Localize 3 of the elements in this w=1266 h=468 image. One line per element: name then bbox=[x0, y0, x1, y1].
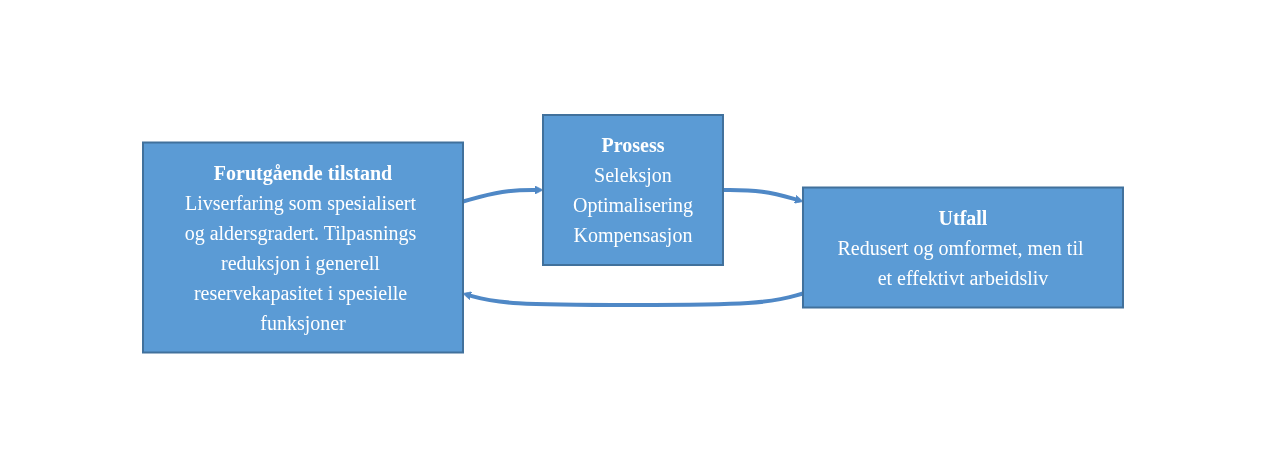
node-box: Prosess Seleksjon Optimalisering Kompensasjon bbox=[542, 114, 724, 267]
node-box: Forutgående tilstand Livserfaring som spesialisert og aldersgradert. Tilpasnings reduksjon i generell reservekapasitet i spesielle funksjoner bbox=[142, 141, 464, 354]
node-box: Utfall Redusert og omformet, men til et effektivt arbeidsliv bbox=[802, 186, 1124, 309]
